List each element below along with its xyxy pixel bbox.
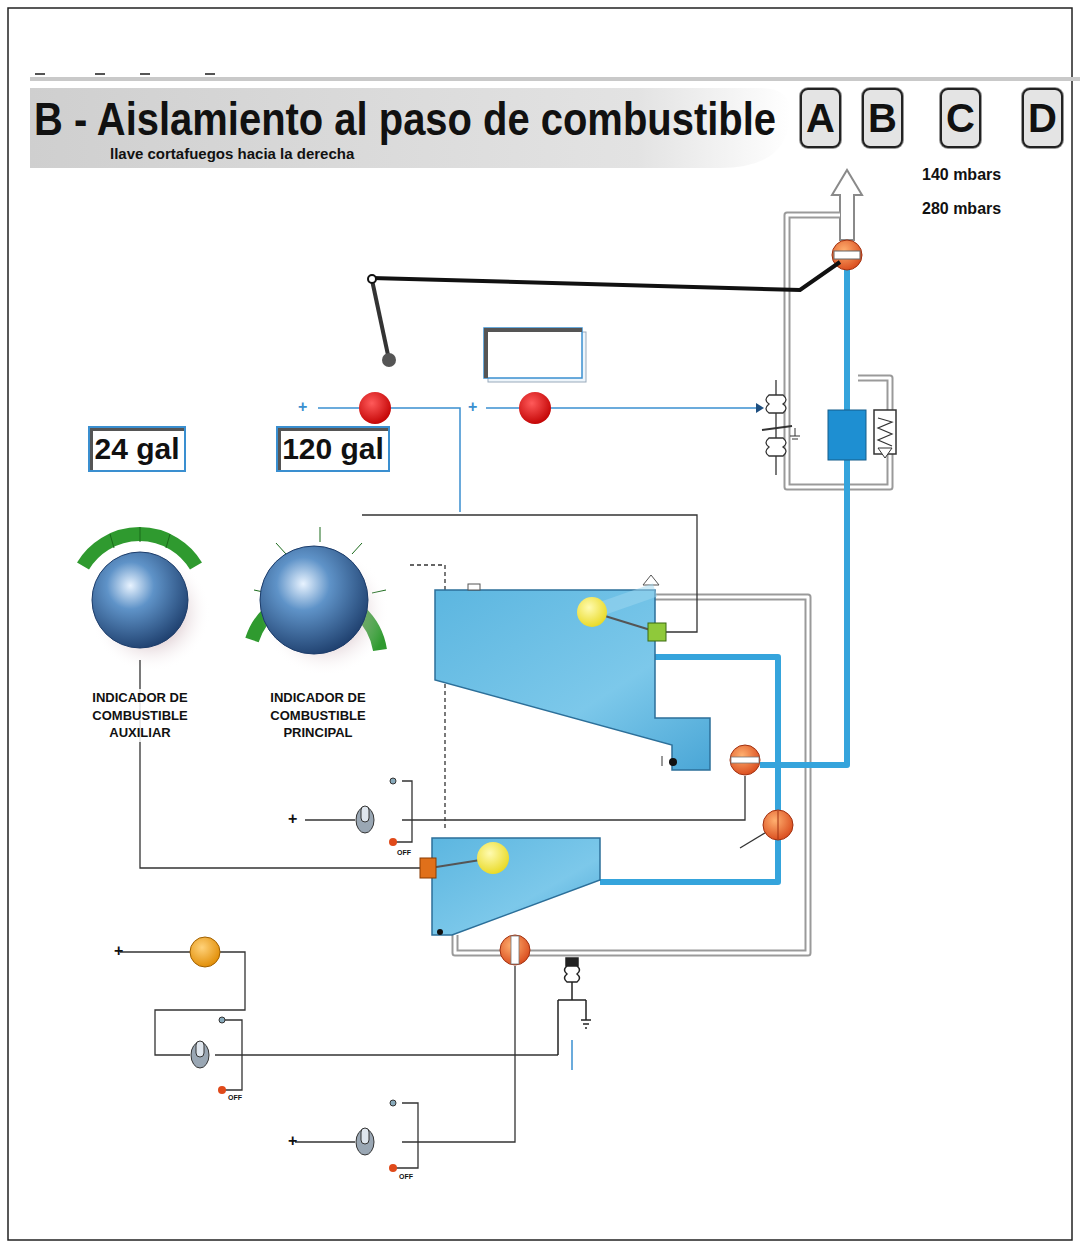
switch-off-mark: OFF (399, 1173, 413, 1181)
button-letter: C (946, 98, 975, 138)
switch-off-mark: OFF (228, 1094, 242, 1102)
gauge-label: INDICADOR DE COMBUSTIBLE AUXILIAR (72, 689, 208, 742)
gallon-value: 24 gal (94, 434, 179, 464)
supply-plus: + (288, 1132, 297, 1150)
button-letter: A (806, 98, 835, 138)
gallon-value: 120 gal (282, 434, 384, 464)
supply-plus: + (288, 810, 297, 828)
subtitle: llave cortafuegos hacia la derecha (110, 146, 354, 163)
view-button: D (1022, 88, 1063, 148)
view-button: B (862, 88, 903, 148)
view-button: A (800, 88, 841, 148)
button-letter: B (868, 98, 897, 138)
supply-plus: + (468, 398, 477, 416)
quantity-readout: 120 gal (276, 426, 390, 472)
view-button: C (940, 88, 981, 148)
supply-plus: + (114, 942, 123, 960)
supply-plus: + (298, 398, 307, 416)
button-letter: D (1028, 98, 1057, 138)
pressure-value: 140 mbars (922, 166, 1001, 184)
quantity-readout: 24 gal (88, 426, 186, 472)
switch-off-mark: OFF (397, 849, 411, 857)
page-title: B - Aislamiento al paso de combustible (34, 92, 776, 146)
gauge-label: INDICADOR DE COMBUSTIBLE PRINCIPAL (250, 689, 386, 742)
pressure-value: 280 mbars (922, 200, 1001, 218)
